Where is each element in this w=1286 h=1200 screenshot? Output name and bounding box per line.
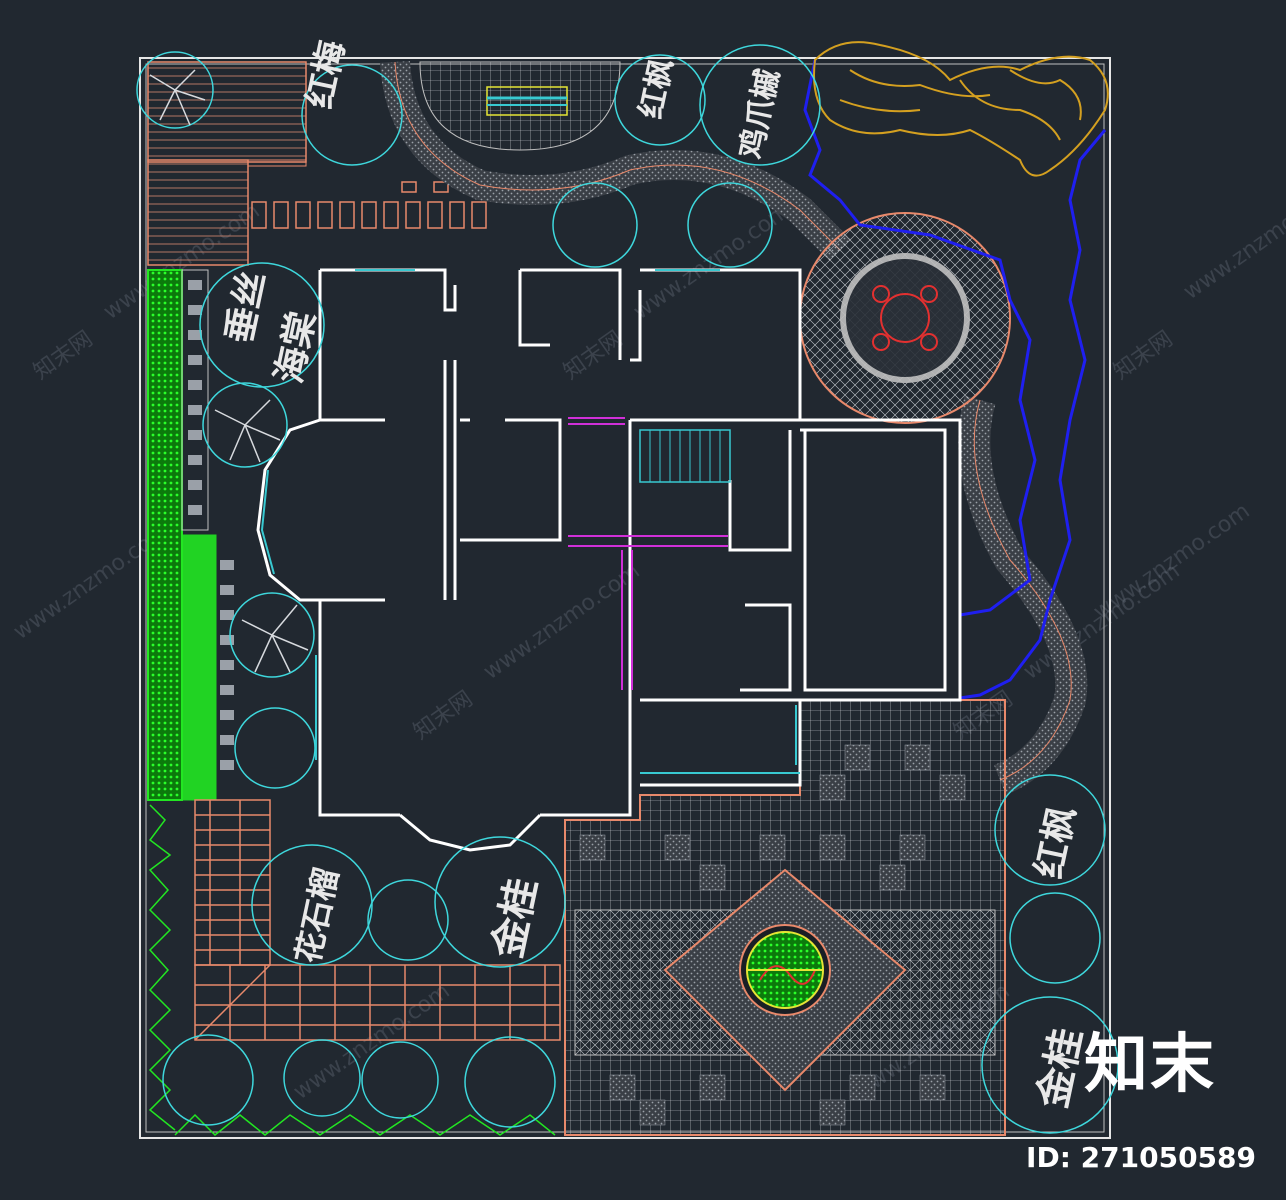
tree-circle-icon	[283, 1039, 361, 1117]
tree-circle-icon	[687, 182, 773, 268]
tree-circle-icon	[994, 774, 1106, 886]
watermark-text: www.znzmo.com	[629, 199, 794, 325]
watermark-text: www.znzmo.com	[1179, 179, 1286, 305]
building-floorplan	[256, 268, 962, 852]
tree-circle-icon	[361, 1041, 439, 1119]
trees	[136, 44, 1119, 1134]
tree-circle-icon	[301, 64, 403, 166]
windows	[260, 269, 800, 774]
plant-label-huashiliu: 花石榴	[289, 865, 346, 967]
round-table-icon	[872, 285, 938, 351]
plant-label-chuisi: 垂丝	[218, 268, 274, 347]
plant-label-hongfeng-top: 红枫	[634, 56, 681, 122]
plant-label-jizhuafeng: 鸡爪槭	[734, 66, 787, 161]
tree-circle-icon	[251, 844, 373, 966]
staircase-icon	[568, 417, 731, 690]
tree-circle-icon	[981, 996, 1119, 1134]
pavilion-top	[419, 61, 621, 151]
tree-circle-icon	[1009, 892, 1101, 984]
tree-circle-icon	[699, 44, 821, 166]
stream	[803, 59, 1107, 700]
plant-label-haitang: 海棠	[268, 308, 324, 387]
tree-circle-icon	[434, 836, 566, 968]
rockery	[813, 41, 1109, 177]
shrub-border	[148, 804, 556, 1137]
watermark-text: 知末网	[1109, 327, 1177, 385]
plant-label-jingui-center: 金桂	[484, 874, 547, 963]
hedge-left	[147, 269, 234, 801]
tree-circle-icon	[234, 707, 316, 789]
watermark-text: www.znzmo.com	[289, 979, 454, 1105]
tree-circle-icon	[136, 51, 214, 129]
tree-circle-icon	[162, 1034, 254, 1126]
watermark-text: 知末网	[409, 687, 477, 745]
site-boundary	[139, 57, 1111, 1139]
plant-label-hongmei: 红梅	[300, 37, 353, 112]
tree-circle-icon	[614, 54, 706, 146]
paved-terrace	[564, 699, 1006, 1136]
plant-label-hongfeng-right: 红枫	[1028, 803, 1084, 882]
watermark-text: 知末网	[29, 327, 97, 385]
round-table-platform	[799, 212, 1011, 424]
tree-circle-icon	[464, 1036, 556, 1128]
tree-circle-icon	[367, 879, 449, 961]
watermark-text: 知末网	[559, 327, 627, 385]
watermark-text: www.znzmo.com	[1089, 499, 1254, 625]
tree-circle-icon	[229, 592, 315, 678]
wood-deck-top-left	[147, 61, 307, 266]
watermark-text: www.znzmo.com	[479, 559, 644, 685]
stepping-stones	[251, 181, 487, 229]
tree-circle-icon	[552, 182, 638, 268]
pergola-bottom-left	[194, 799, 561, 1041]
plant-label-jingui-right: 金桂	[1029, 1024, 1092, 1113]
tree-circle-icon	[202, 382, 288, 468]
image-id-label: ID: 271050589	[1026, 1141, 1256, 1174]
bench-icon	[486, 86, 568, 116]
brand-logo-text: 知末	[1084, 1028, 1216, 1102]
